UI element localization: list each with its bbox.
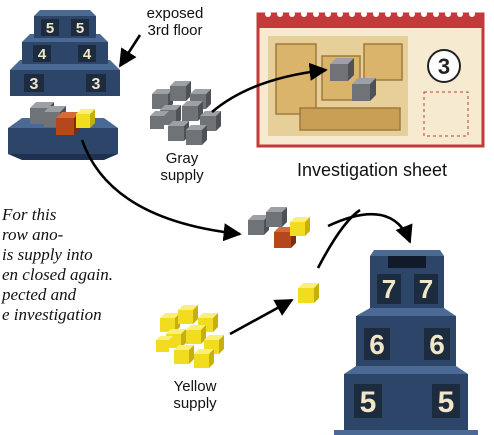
sheet-floor-number: 3 (438, 54, 450, 79)
arrow-cube-to-tower (316, 208, 361, 269)
investigation-sheet-caption: Investigation sheet (296, 160, 448, 180)
yellow-supply-label-line: Yellow (173, 378, 217, 395)
description-line: e investigation (2, 305, 102, 324)
yellow-supply-label-line: supply (173, 395, 217, 412)
arrow-gray-to-sheet (211, 62, 328, 113)
sheet-floor-badge (427, 49, 461, 83)
gray-supply-label: Gray supply (152, 150, 212, 184)
description-line: pected and (2, 285, 77, 304)
arrows (80, 34, 413, 336)
arrow-platform-to-drawn-cubes (80, 139, 242, 242)
yellow-supply-label: Yellow supply (160, 378, 230, 412)
small-tower-number: 4 (83, 46, 92, 63)
exposed-floor-label-line: 3rd floor (147, 22, 203, 39)
yellow-supply-pile (156, 305, 224, 368)
small-tower-number: 4 (38, 46, 47, 63)
small-tower-number: 5 (46, 20, 54, 37)
exposed-floor-label: exposed 3rd floor (140, 5, 210, 39)
description-line: en closed again. (2, 265, 113, 284)
single-yellow-cube (298, 283, 319, 303)
large-tower-number: 6 (369, 329, 385, 360)
sheet-gray-cube (352, 78, 376, 101)
drawn-cubes (248, 207, 310, 248)
exposed-floor-label-line: exposed (146, 5, 204, 22)
small-tower-number: 5 (76, 20, 84, 37)
gray-supply-label-line: supply (160, 167, 204, 184)
large-tower-number: 7 (382, 274, 396, 304)
gray-supply-label-line: Gray (165, 150, 199, 167)
gray-supply-pile (150, 81, 221, 145)
description-line: For this (2, 205, 57, 224)
large-tower-number: 7 (419, 274, 433, 304)
description-line: is supply into (2, 245, 93, 264)
small-tower: 5 5 4 4 3 3 (10, 10, 120, 96)
investigation-sheet: 3 (256, 11, 485, 148)
small-tower-number: 3 (92, 76, 101, 93)
sheet-room-illustration (268, 36, 408, 136)
sheet-gray-cube (330, 58, 354, 81)
small-tower-number: 3 (30, 76, 39, 93)
large-tower-number: 5 (438, 386, 455, 419)
description-text: For this row ano- is supply into en clos… (0, 205, 160, 325)
arrow-to-exposed-floor (118, 34, 142, 68)
sheet-binding-rings (265, 11, 475, 17)
exposed-floor-platform (8, 102, 118, 160)
description-line: row ano- (2, 225, 64, 244)
arrow-yellow-supply-to-cube (229, 298, 294, 336)
sheet-notes-box (423, 91, 469, 137)
yellow-cube (76, 109, 95, 128)
large-tower: 7 7 6 6 5 5 (334, 250, 478, 435)
large-tower-number: 6 (429, 329, 445, 360)
arrow-cubes-to-tower (327, 212, 413, 244)
large-tower-number: 5 (360, 386, 377, 419)
